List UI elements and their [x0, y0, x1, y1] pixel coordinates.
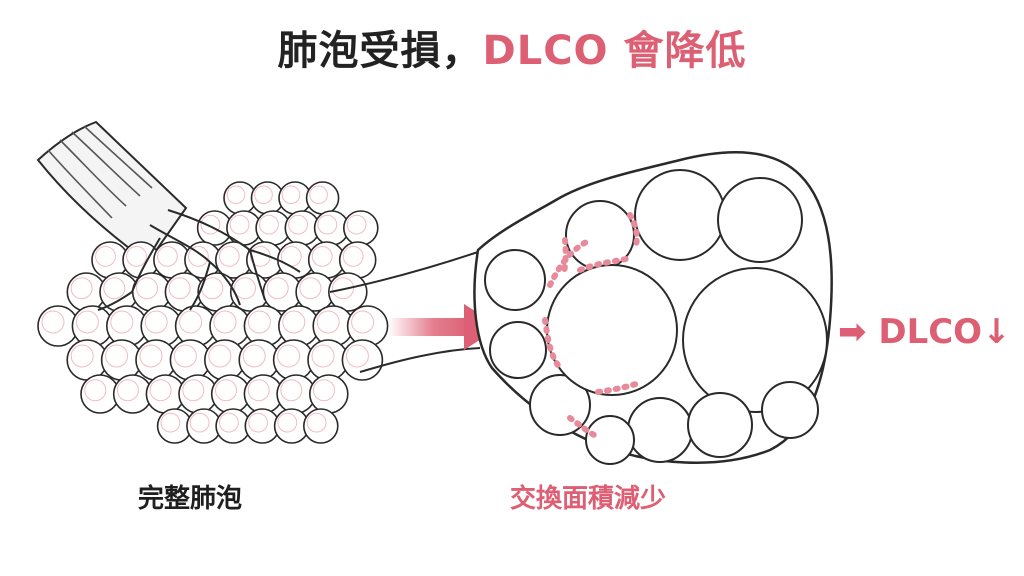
alveolus-sac — [327, 272, 368, 312]
capillary-network — [182, 379, 205, 402]
capillary-network — [179, 310, 203, 334]
capillary-network — [75, 310, 99, 334]
alveolar-chamber — [634, 169, 726, 261]
diagram-title: 肺泡受損，DLCO 會降低 — [0, 18, 1024, 76]
title-part-1: 肺泡受損， — [277, 28, 483, 74]
arrow-right-icon: ➡ — [838, 312, 867, 352]
capillary-network — [173, 344, 197, 368]
capillary-network — [313, 379, 335, 402]
capillary-network — [345, 344, 369, 368]
bronchus-rings — [47, 125, 153, 219]
capillary-network — [234, 277, 256, 300]
capillary-network — [215, 379, 237, 402]
capillary-network — [139, 344, 163, 368]
capillary-network — [254, 185, 273, 205]
capillary-network — [266, 277, 289, 300]
capillary-network — [316, 310, 340, 334]
alveolar-chamber — [529, 374, 591, 436]
capillary-network — [219, 412, 239, 433]
capillary-network — [277, 344, 301, 368]
capillary-network — [95, 246, 116, 267]
healthy-alveoli-cluster — [37, 181, 389, 444]
capillary-network — [277, 412, 298, 433]
capillary-network — [317, 214, 338, 235]
capillary-network — [157, 246, 178, 267]
capillary-network — [242, 344, 266, 368]
capillary-network — [332, 277, 354, 300]
alveolar-chamber — [687, 392, 753, 458]
capillary-network — [226, 185, 246, 205]
capillary-network — [346, 214, 367, 235]
capillary-network — [259, 214, 279, 235]
alveolar-chamber — [717, 177, 803, 263]
capillary-network — [306, 412, 327, 433]
dlco-result: ➡ DLCO↓ — [838, 312, 1011, 352]
capillary-network — [168, 277, 191, 300]
capillary-network — [218, 246, 240, 267]
alveolar-chamber — [585, 415, 635, 465]
title-part-2: DLCO 會降低 — [482, 28, 747, 74]
capillary-network — [116, 379, 139, 402]
alveolar-chamber — [761, 381, 819, 439]
connecting-duct — [329, 251, 481, 373]
capillary-network — [247, 379, 270, 402]
bronchiole-branches — [97, 209, 301, 311]
capillary-network — [281, 185, 301, 205]
capillary-network — [144, 310, 168, 334]
capillary-network — [299, 277, 322, 300]
capillary-network — [282, 310, 306, 334]
capillary-network — [229, 214, 250, 235]
capillary-network — [311, 246, 333, 267]
damaged-alveoli-label: 交換面積減少 — [510, 484, 667, 514]
alveolar-chamber — [489, 321, 547, 379]
capillary-network — [84, 379, 107, 402]
alveolus-sac — [302, 408, 339, 444]
capillary-network — [288, 214, 309, 235]
alveolar-chamber — [627, 397, 693, 463]
capillary-network — [136, 277, 158, 300]
capillary-network — [248, 412, 269, 433]
capillary-network — [351, 310, 375, 334]
capillary-network — [103, 277, 126, 300]
alveolar-chamber — [484, 249, 546, 311]
capillary-network — [208, 344, 232, 368]
capillary-network — [70, 344, 94, 368]
capillary-network — [126, 246, 147, 267]
capillary-network — [311, 344, 335, 368]
alveolus-sac — [341, 339, 384, 381]
capillary-network — [247, 310, 271, 334]
bronchus-tube — [36, 120, 188, 264]
capillary-network — [41, 310, 65, 334]
healthy-alveoli-label: 完整肺泡 — [138, 484, 243, 514]
alveolar-chambers — [484, 169, 828, 465]
alveolar-chamber — [682, 267, 828, 413]
capillary-network — [309, 185, 328, 205]
capillary-network — [189, 412, 210, 433]
capillary-network — [213, 310, 237, 334]
capillary-network — [342, 246, 364, 267]
capillary-network — [188, 246, 209, 267]
capillary-network — [149, 379, 172, 402]
capillary-network — [70, 277, 93, 300]
capillary-network — [160, 412, 181, 433]
damaged-alveolus — [473, 151, 833, 465]
damaged-septa — [542, 212, 640, 439]
capillary-network — [200, 214, 221, 235]
alveolar-chamber — [546, 264, 678, 396]
capillary-network — [110, 310, 134, 334]
dlco-decrease-label: DLCO↓ — [878, 312, 1011, 352]
capillary-network — [105, 344, 129, 368]
capillary-network — [280, 379, 303, 402]
